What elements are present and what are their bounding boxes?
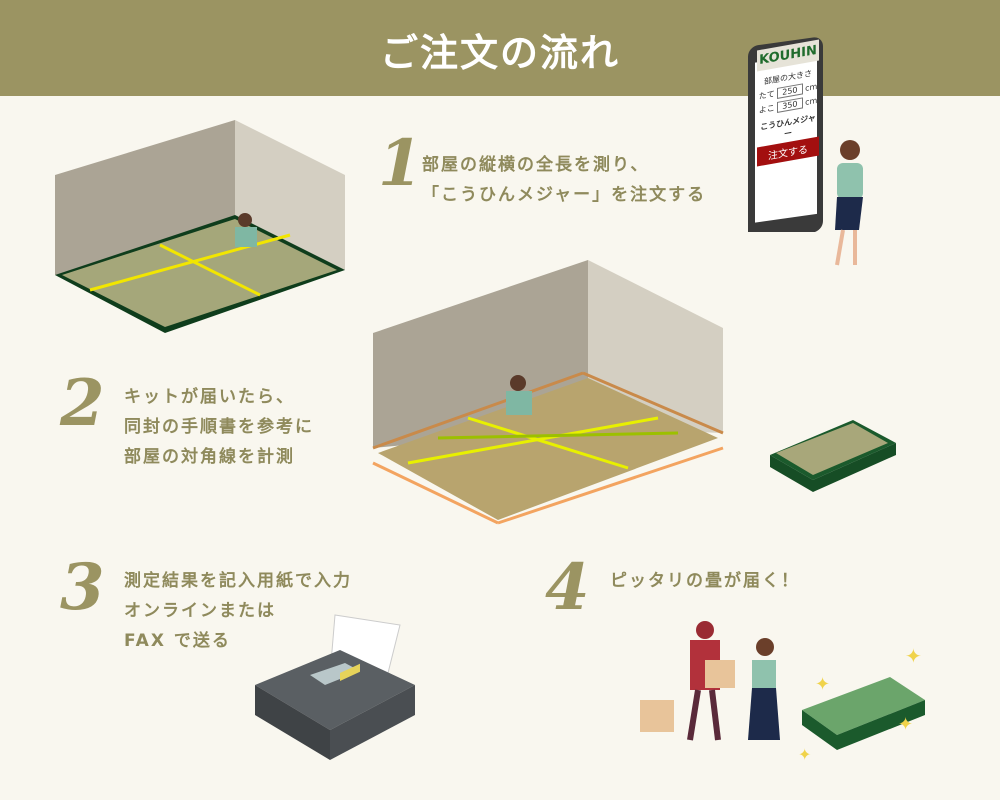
svg-text:✦: ✦ bbox=[798, 745, 811, 764]
step-4-text: ピッタリの畳が届く！ bbox=[610, 571, 800, 591]
phone-screen: KOUHIN 部屋の大きさ たて 250 cm よこ 350 cm こうひんメジ… bbox=[757, 39, 819, 167]
step-1-text: 部屋の縦横の全長を測り、 「こうひんメジャー」を注文する bbox=[422, 155, 707, 205]
room-illustration-large bbox=[372, 260, 724, 525]
svg-text:✦: ✦ bbox=[815, 674, 830, 695]
header-bar bbox=[0, 0, 1000, 96]
smartphone-illustration bbox=[748, 37, 823, 232]
fax-machine-illustration bbox=[255, 614, 415, 760]
step-2-number: 2 bbox=[60, 366, 105, 441]
svg-text:✦: ✦ bbox=[898, 714, 913, 735]
height-input[interactable]: 250 bbox=[777, 83, 803, 99]
step-2-text: キットが届いたら、 同封の手順書を参考に 部屋の対角線を計測 bbox=[124, 387, 314, 467]
room-illustration-small bbox=[55, 120, 345, 333]
woman-ordering-illustration bbox=[835, 140, 863, 266]
delivery-illustration: ✦ ✦ ✦ ✦ bbox=[640, 621, 925, 764]
step-4-number: 4 bbox=[545, 550, 590, 625]
tatami-stack-icon bbox=[770, 420, 896, 492]
svg-text:✦: ✦ bbox=[905, 644, 922, 668]
width-input[interactable]: 350 bbox=[777, 97, 803, 113]
step-3-number: 3 bbox=[60, 550, 105, 625]
step-1-number: 1 bbox=[378, 126, 423, 201]
step-3-text: 測定結果を記入用紙で入力 オンラインまたは FAX で送る bbox=[124, 571, 352, 651]
page-title: ご注文の流れ bbox=[379, 31, 620, 75]
